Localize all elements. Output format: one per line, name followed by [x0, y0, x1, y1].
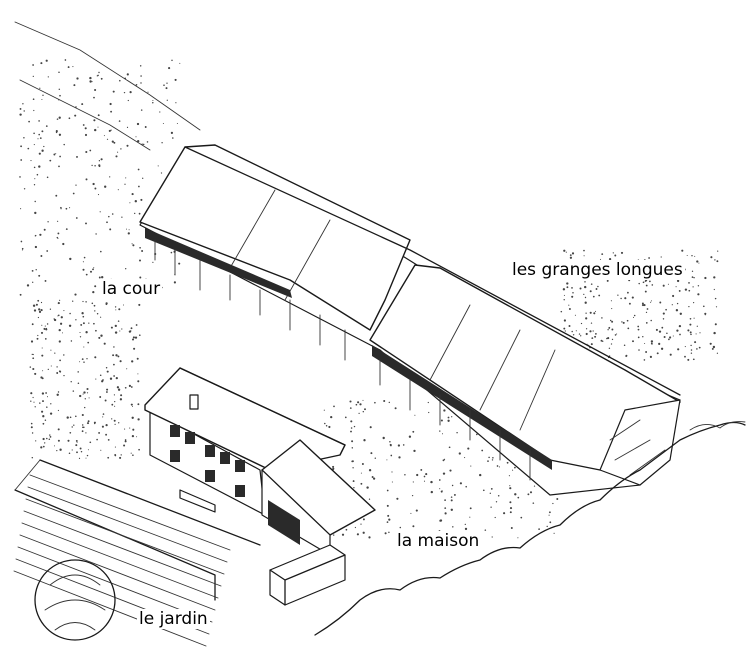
long-barns	[139, 144, 681, 496]
label-la-maison: la maison	[395, 531, 482, 551]
house	[144, 367, 376, 606]
label-la-cour: la cour	[100, 279, 163, 299]
garden-tree	[34, 559, 116, 641]
ground-edge	[314, 421, 746, 636]
label-le-jardin: le jardin	[137, 609, 210, 629]
field-boundary	[14, 21, 201, 151]
small-shed	[269, 544, 346, 606]
label-les-granges-longues: les granges longues	[510, 260, 685, 280]
garden	[13, 459, 261, 647]
barn-roof-left	[139, 144, 411, 331]
